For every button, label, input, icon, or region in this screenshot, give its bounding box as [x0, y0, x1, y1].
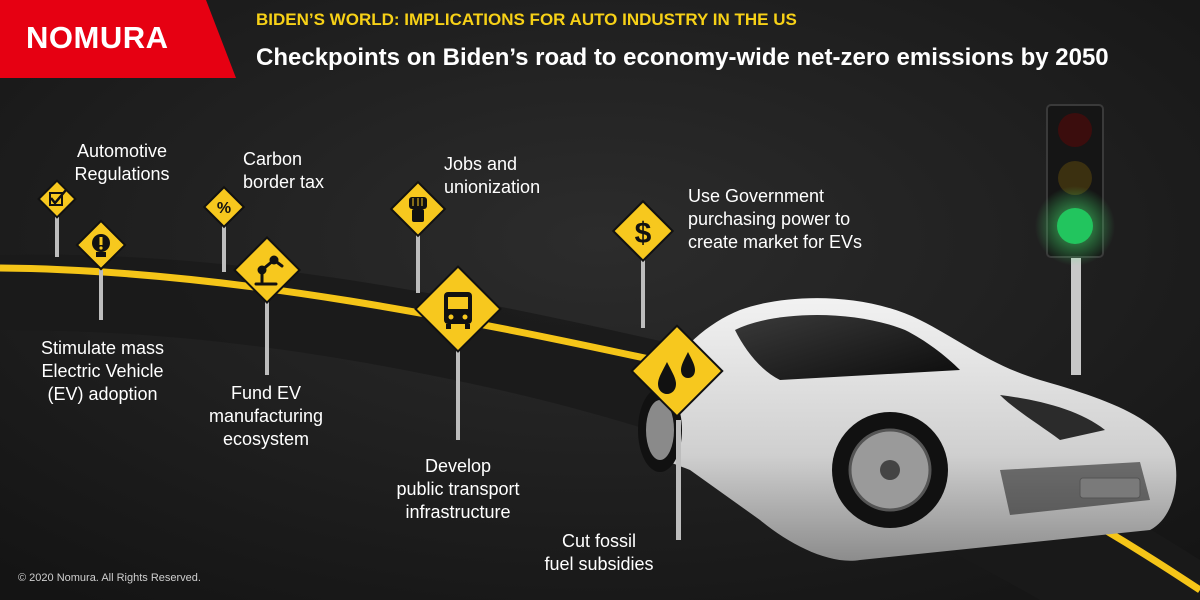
dollar-icon: $	[635, 217, 652, 250]
page-title: Checkpoints on Biden’s road to economy-w…	[256, 44, 1109, 71]
traffic-light-pole	[1071, 255, 1081, 375]
sign-fund-ev-manufacturing	[233, 236, 301, 375]
sign-jobs-unionization	[389, 180, 447, 293]
oil-drops-icon	[658, 352, 695, 394]
label-carbon-border-tax: Carbon border tax	[243, 149, 325, 192]
label-jobs-unionization: Jobs and unionization	[444, 154, 541, 197]
green-light-icon	[1057, 208, 1093, 244]
front-grille	[1000, 462, 1150, 515]
headlight	[1000, 395, 1105, 440]
raised-fist-icon	[409, 197, 427, 222]
checkbox-icon	[49, 192, 63, 206]
sign-stimulate-ev	[75, 219, 127, 320]
sign-government-purchasing: $	[611, 199, 675, 328]
label-government-purchasing: Use Government purchasing power to creat…	[688, 186, 863, 252]
amber-light-icon	[1058, 161, 1092, 195]
sign-cut-fossil-fuel	[630, 324, 724, 540]
copyright-notice: © 2020 Nomura. All Rights Reserved.	[18, 572, 201, 584]
sign-public-transport	[414, 265, 502, 440]
red-light-icon	[1058, 113, 1092, 147]
label-public-transport: Develop public transport infrastructure	[396, 456, 520, 522]
traffic-light	[1035, 104, 1115, 375]
robot-arm-icon	[254, 255, 284, 286]
car-windshield	[735, 314, 960, 380]
label-automotive-regulations: Automotive Regulations	[74, 141, 170, 184]
nomura-logo: NOMURA	[26, 20, 169, 55]
label-stimulate-ev: Stimulate mass Electric Vehicle (EV) ado…	[40, 338, 165, 404]
sign-automotive-regulations	[37, 179, 77, 257]
label-fund-ev-manufacturing: Fund EV manufacturing ecosystem	[208, 383, 324, 449]
percent-icon: %	[217, 200, 231, 217]
bus-icon	[444, 292, 472, 329]
exclamation-bulb-icon	[92, 234, 110, 257]
car-illustration	[638, 298, 1177, 561]
label-cut-fossil-fuel: Cut fossil fuel subsidies	[544, 531, 654, 574]
sign-carbon-border-tax: %	[202, 185, 246, 272]
brand-banner	[0, 0, 236, 78]
header-kicker: BIDEN’S WORLD: IMPLICATIONS FOR AUTO IND…	[256, 10, 797, 29]
